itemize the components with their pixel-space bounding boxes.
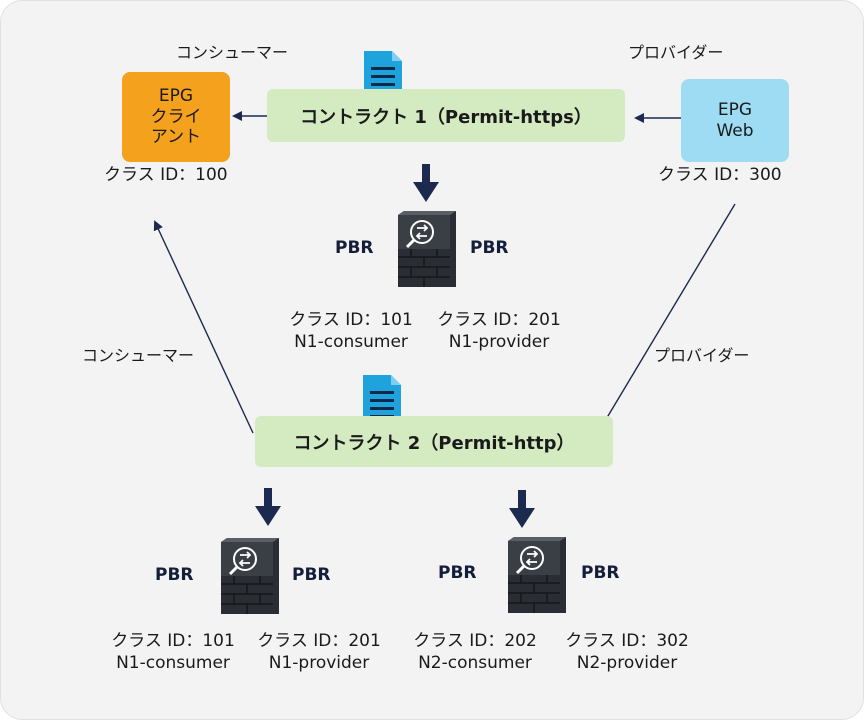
provider-role-label: プロバイダー	[628, 43, 724, 62]
pbr-label: PBR	[335, 238, 374, 258]
contract-2-label: コントラクト 2（Permit-http）	[293, 432, 575, 454]
consumer-role-label: コンシューマー	[82, 346, 195, 365]
class-id-label: クラス ID：201	[437, 310, 561, 330]
down-arrow-icon	[255, 488, 281, 526]
consumer-role-label: コンシューマー	[176, 43, 289, 62]
connector-name: N1-provider	[268, 653, 370, 674]
epg-client-line3: アント	[150, 127, 202, 148]
class-id-label: クラス ID：302	[565, 631, 689, 651]
epg-web-box: EPG Web	[681, 79, 789, 162]
class-id-label: クラス ID：201	[257, 631, 381, 651]
connector-name: N1-consumer	[116, 653, 230, 674]
contract-1-box: コントラクト 1（Permit-https）	[267, 89, 625, 142]
epg-client-class-id: クラス ID：100	[104, 165, 228, 185]
epg-web-line2: Web	[716, 120, 754, 141]
node-bl-consumer-info: クラス ID：101 N1-consumer	[98, 630, 248, 674]
epg-web-line1: EPG	[717, 100, 753, 121]
down-arrow-icon	[413, 164, 439, 202]
firewall-icon	[508, 537, 566, 613]
node-br-consumer-info: クラス ID：202 N2-consumer	[400, 630, 550, 674]
pbr-label: PBR	[581, 563, 620, 583]
connector-name: N2-provider	[576, 653, 678, 674]
connector-name: N2-consumer	[418, 653, 532, 674]
pbr-label: PBR	[470, 238, 509, 258]
class-id-label: クラス ID：101	[111, 631, 235, 651]
pbr-label: PBR	[155, 565, 194, 585]
arrow-web-to-contract2	[594, 203, 736, 438]
epg-client-line2: クライ	[150, 106, 202, 127]
provider-role-label: プロバイダー	[654, 346, 750, 365]
epg-client-box: EPG クライ アント	[122, 72, 230, 162]
node-top-consumer-info: クラス ID：101 N1-consumer	[276, 309, 426, 353]
node-top-provider-info: クラス ID：201 N1-provider	[424, 309, 574, 353]
pbr-label: PBR	[438, 563, 477, 583]
arrow-contract2-to-client	[153, 220, 254, 434]
epg-client-line1: EPG	[158, 86, 194, 107]
node-bl-provider-info: クラス ID：201 N1-provider	[244, 630, 394, 674]
down-arrow-icon	[509, 490, 535, 528]
epg-web-class-id: クラス ID：300	[658, 165, 782, 185]
contract-2-box: コントラクト 2（Permit-http）	[255, 416, 613, 467]
node-br-provider-info: クラス ID：302 N2-provider	[552, 630, 702, 674]
pbr-label: PBR	[292, 565, 331, 585]
class-id-label: クラス ID：202	[413, 631, 537, 651]
class-id-label: クラス ID：101	[289, 310, 413, 330]
connector-name: N1-provider	[448, 332, 550, 353]
connector-name: N1-consumer	[294, 332, 408, 353]
contract-1-label: コントラクト 1（Permit-https）	[300, 106, 592, 128]
firewall-icon	[398, 211, 456, 287]
firewall-icon	[221, 538, 279, 614]
